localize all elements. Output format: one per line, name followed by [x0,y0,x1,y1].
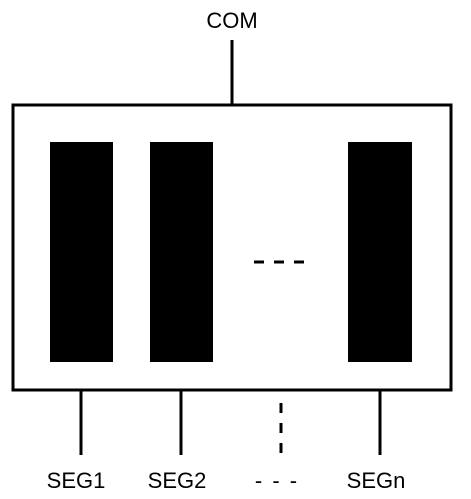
bottom-ellipsis: - - - [255,468,299,493]
segment-1 [50,142,113,362]
com-label: COM [206,8,257,33]
seg2-label: SEG2 [148,468,207,493]
segment-2 [150,142,213,362]
seg1-label: SEG1 [47,468,106,493]
segment-n [348,142,412,362]
segn-label: SEGn [347,468,406,493]
